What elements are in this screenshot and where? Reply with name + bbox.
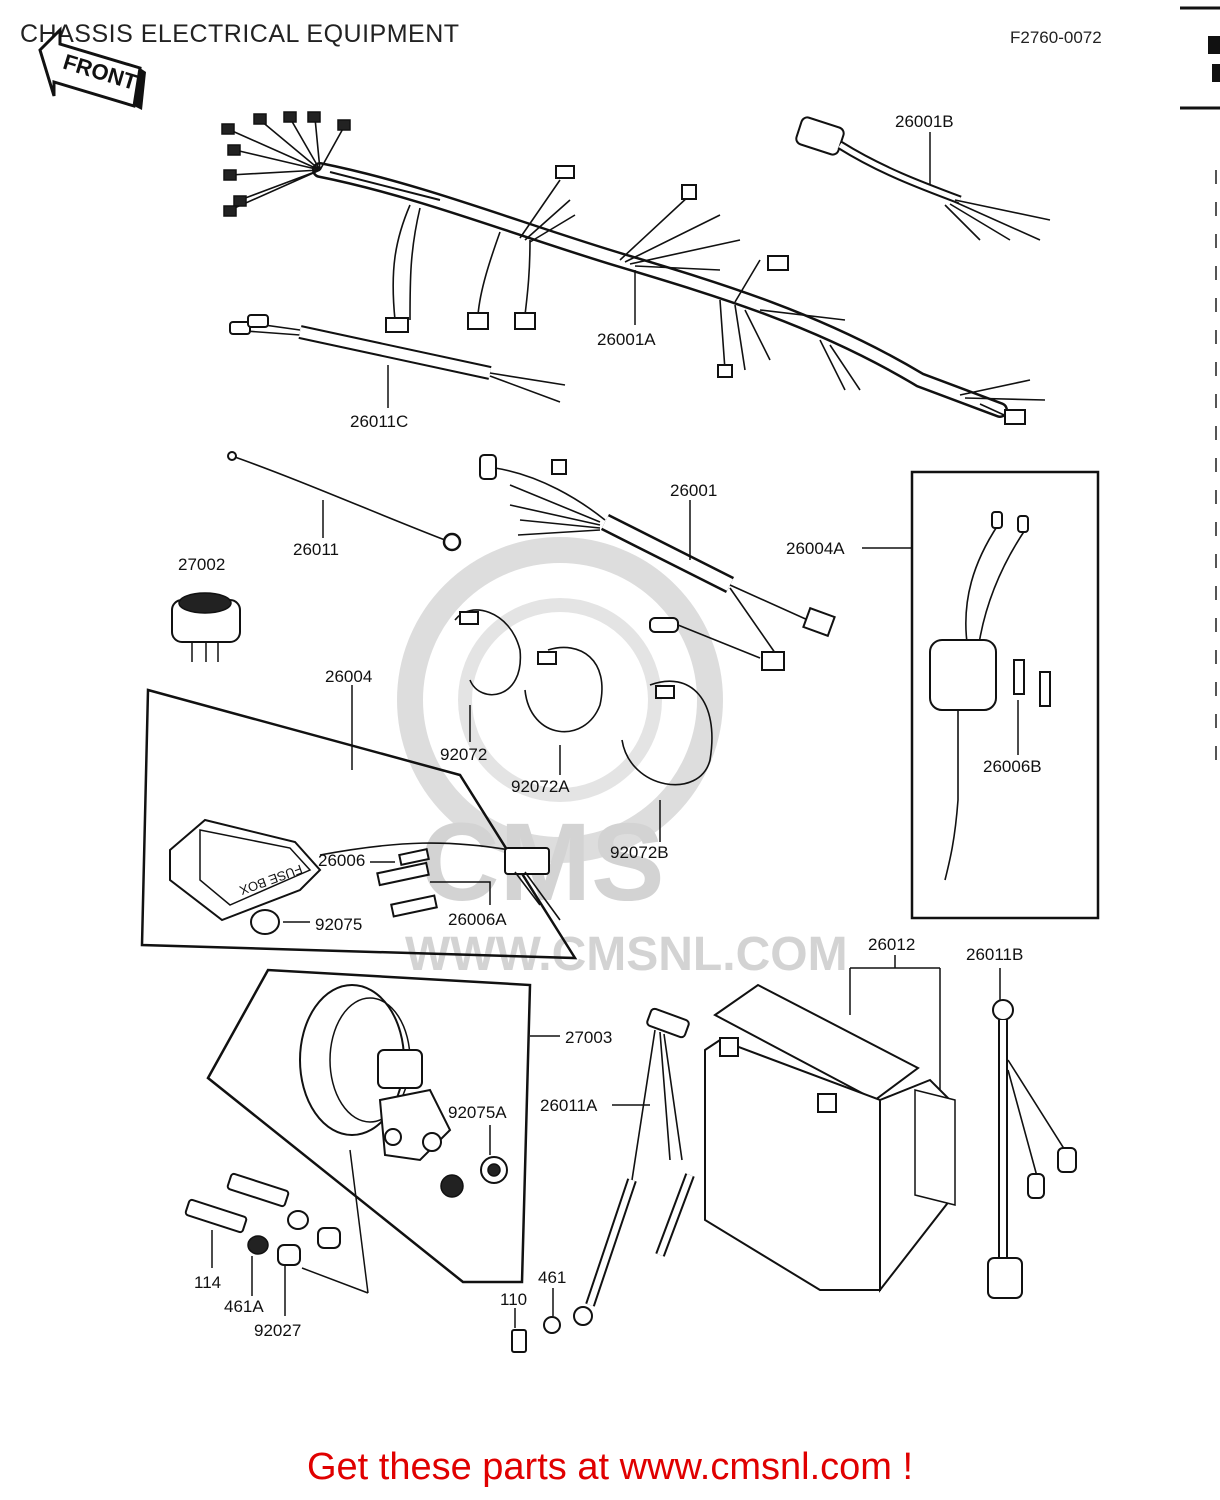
label-26006: 26006 xyxy=(318,851,365,870)
label-26011: 26011 xyxy=(293,540,339,559)
diagram-code: F2760-0072 xyxy=(1010,28,1102,47)
label-27003: 27003 xyxy=(565,1028,612,1047)
label-26006A: 26006A xyxy=(448,910,507,929)
adjacent-page-fragment xyxy=(1180,6,1220,760)
label-92072B: 92072B xyxy=(610,843,669,862)
label-92072: 92072 xyxy=(440,745,487,764)
harness-26001 xyxy=(479,454,836,671)
page-title: CHASSIS ELECTRICAL EQUIPMENT xyxy=(20,20,460,48)
label-114: 114 xyxy=(194,1273,221,1292)
label-26011B: 26011B xyxy=(966,945,1023,964)
label-461A: 461A xyxy=(224,1297,264,1316)
label-26004A: 26004A xyxy=(786,539,845,558)
footer-link[interactable]: Get these parts at www.cmsnl.com ! xyxy=(306,1446,914,1488)
battery-lead-26011A xyxy=(511,1007,695,1353)
label-92072A: 92072A xyxy=(511,777,570,796)
label-26011C: 26011C xyxy=(350,412,408,431)
label-110: 110 xyxy=(500,1290,527,1309)
label-92027: 92027 xyxy=(254,1321,301,1340)
ground-lead-26011 xyxy=(227,451,462,552)
label-461: 461 xyxy=(538,1268,566,1287)
label-26001B: 26001B xyxy=(895,112,954,131)
horn-panel-27003 xyxy=(206,968,560,1294)
label-27002: 27002 xyxy=(178,555,225,574)
battery-26012 xyxy=(704,955,956,1293)
clamps xyxy=(454,609,713,842)
label-92075: 92075 xyxy=(315,915,362,934)
label-26011A: 26011A xyxy=(540,1096,598,1115)
lead-26011B xyxy=(987,968,1077,1299)
label-26006B: 26006B xyxy=(983,757,1042,776)
label-26001A: 26001A xyxy=(597,330,656,349)
label-26001: 26001 xyxy=(670,481,717,500)
front-arrow-icon: FRONT xyxy=(38,26,146,110)
watermark: CMS WWW.CMSNL.COM xyxy=(397,537,848,981)
sub-harness-26001B xyxy=(795,116,1051,241)
fuse-box-panel-26004: FUSE BOX xyxy=(140,685,578,960)
label-92075A: 92075A xyxy=(448,1103,507,1122)
hardware-parts xyxy=(184,1172,341,1316)
main-wiring-harness xyxy=(221,111,1046,425)
switch-27002 xyxy=(171,592,241,662)
parts-diagram: CMS WWW.CMSNL.COM FRONT xyxy=(38,6,1220,1353)
lead-26011C xyxy=(229,314,566,408)
label-26012: 26012 xyxy=(868,935,915,954)
component-box-26004A xyxy=(862,470,1100,920)
label-26004: 26004 xyxy=(325,667,372,686)
